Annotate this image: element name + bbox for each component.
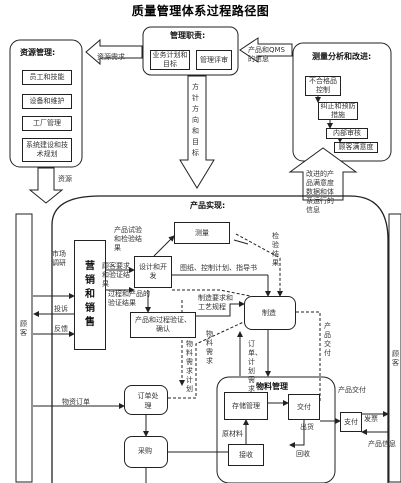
design-results-label: 产品试验和检验结果 (114, 226, 142, 252)
product-process-label: 产品交付 (324, 322, 331, 357)
measurement-item-corrective: 纠正和预防措施 (318, 102, 358, 120)
product-returns-label: 产品交付 (338, 386, 366, 394)
design-box: 设计和开发 (134, 256, 172, 288)
realization-title: 产品实现: (190, 201, 226, 210)
resource-item-staff: 员工和技能 (22, 70, 72, 85)
realization-frame-top (51, 195, 389, 483)
management-review-box: 管理评审 (196, 50, 232, 70)
resource-needs-label: 资源需求 (97, 53, 125, 61)
customer-fb-label: 产品信息 (368, 440, 396, 448)
purchasing-box (124, 436, 168, 468)
management-title: 管理职责: (170, 31, 206, 40)
policy-label: 方针方向和目标 (192, 83, 199, 157)
issue-label: 出货 (300, 423, 314, 431)
feedback-label: 反馈 (54, 325, 68, 333)
purchasing-label: 采购 (138, 447, 152, 455)
process-specs-label: 过程和产品的验证结果 (108, 290, 150, 307)
product-order-label: 物资订单 (62, 398, 90, 406)
order-processing-box (124, 385, 168, 415)
resource-need-arrow (85, 38, 143, 66)
improvement-data-label: 改进的产品满意度数据和体系运行的信息 (306, 170, 334, 214)
resources-arrow (28, 167, 64, 204)
manufacturing-box (244, 296, 296, 330)
delivery-box: 交付 (288, 394, 320, 420)
product-qms-info-label: 产品和QMS的信息 (248, 46, 285, 63)
business-plan-box: 业务计划和目标 (150, 50, 190, 70)
measurement-title: 测量分析和改进: (312, 52, 372, 61)
customer-right-label: 顾客 (392, 350, 399, 367)
resource-item-equipment: 设备和维护 (22, 94, 72, 109)
order-processing-label: 订单处理 (137, 392, 159, 410)
measure-box: 测量 (174, 222, 230, 244)
resource-item-plant: 工厂管理 (22, 116, 72, 131)
material-plan-label: 物料需求计划 (186, 340, 193, 393)
measurement-item-satisfaction: 顾客满意度 (334, 142, 378, 153)
manufacturing-label: 制造 (262, 309, 276, 317)
page-title: 质量管理体系过程路径图 (131, 4, 270, 18)
resource-title: 资源管理: (20, 48, 56, 57)
raw-material-label: 原材料 (222, 430, 243, 438)
sales-box: 营销和销售 (74, 240, 106, 350)
inspection-results-label: 检验结果 (272, 232, 279, 267)
customer-verification-label: 顾客要求和验证结果 (102, 262, 130, 288)
resources-label: 资源 (58, 175, 72, 183)
complaints-label: 投诉 (54, 305, 68, 313)
policy-arrow (179, 75, 215, 189)
improvement-arrow (288, 147, 358, 201)
info-arrow (239, 37, 293, 63)
validation-box: 产品和过程验证、确认 (130, 312, 196, 338)
storage-box: 存储管理 (224, 392, 268, 420)
material-req-label: 物料需求 (206, 330, 213, 365)
payment-box: 支付 (340, 412, 362, 432)
customer-left-bar (15, 213, 33, 483)
customer-left-label: 顾客 (20, 320, 27, 337)
manufacturing-req-label: 制造要求和工艺规程 (198, 294, 233, 311)
resource-item-system: 系统建设和技术规划 (22, 138, 72, 162)
material-title: 物料管理 (256, 382, 288, 391)
out-label: 回收 (296, 450, 310, 458)
drawings-label: 图纸、控制计划、指导书 (180, 264, 257, 272)
customer-right-bar (388, 213, 401, 483)
material-feedback-label: 订单、计划需求 (248, 340, 262, 393)
measurement-item-nonconform: 不合格品控制 (305, 76, 341, 96)
receiving-box: 接收 (228, 444, 264, 466)
market-research-label: 市场调研 (52, 250, 66, 267)
measurement-item-audit: 内部审核 (326, 128, 368, 139)
invoice-label: 发票 (364, 415, 378, 423)
